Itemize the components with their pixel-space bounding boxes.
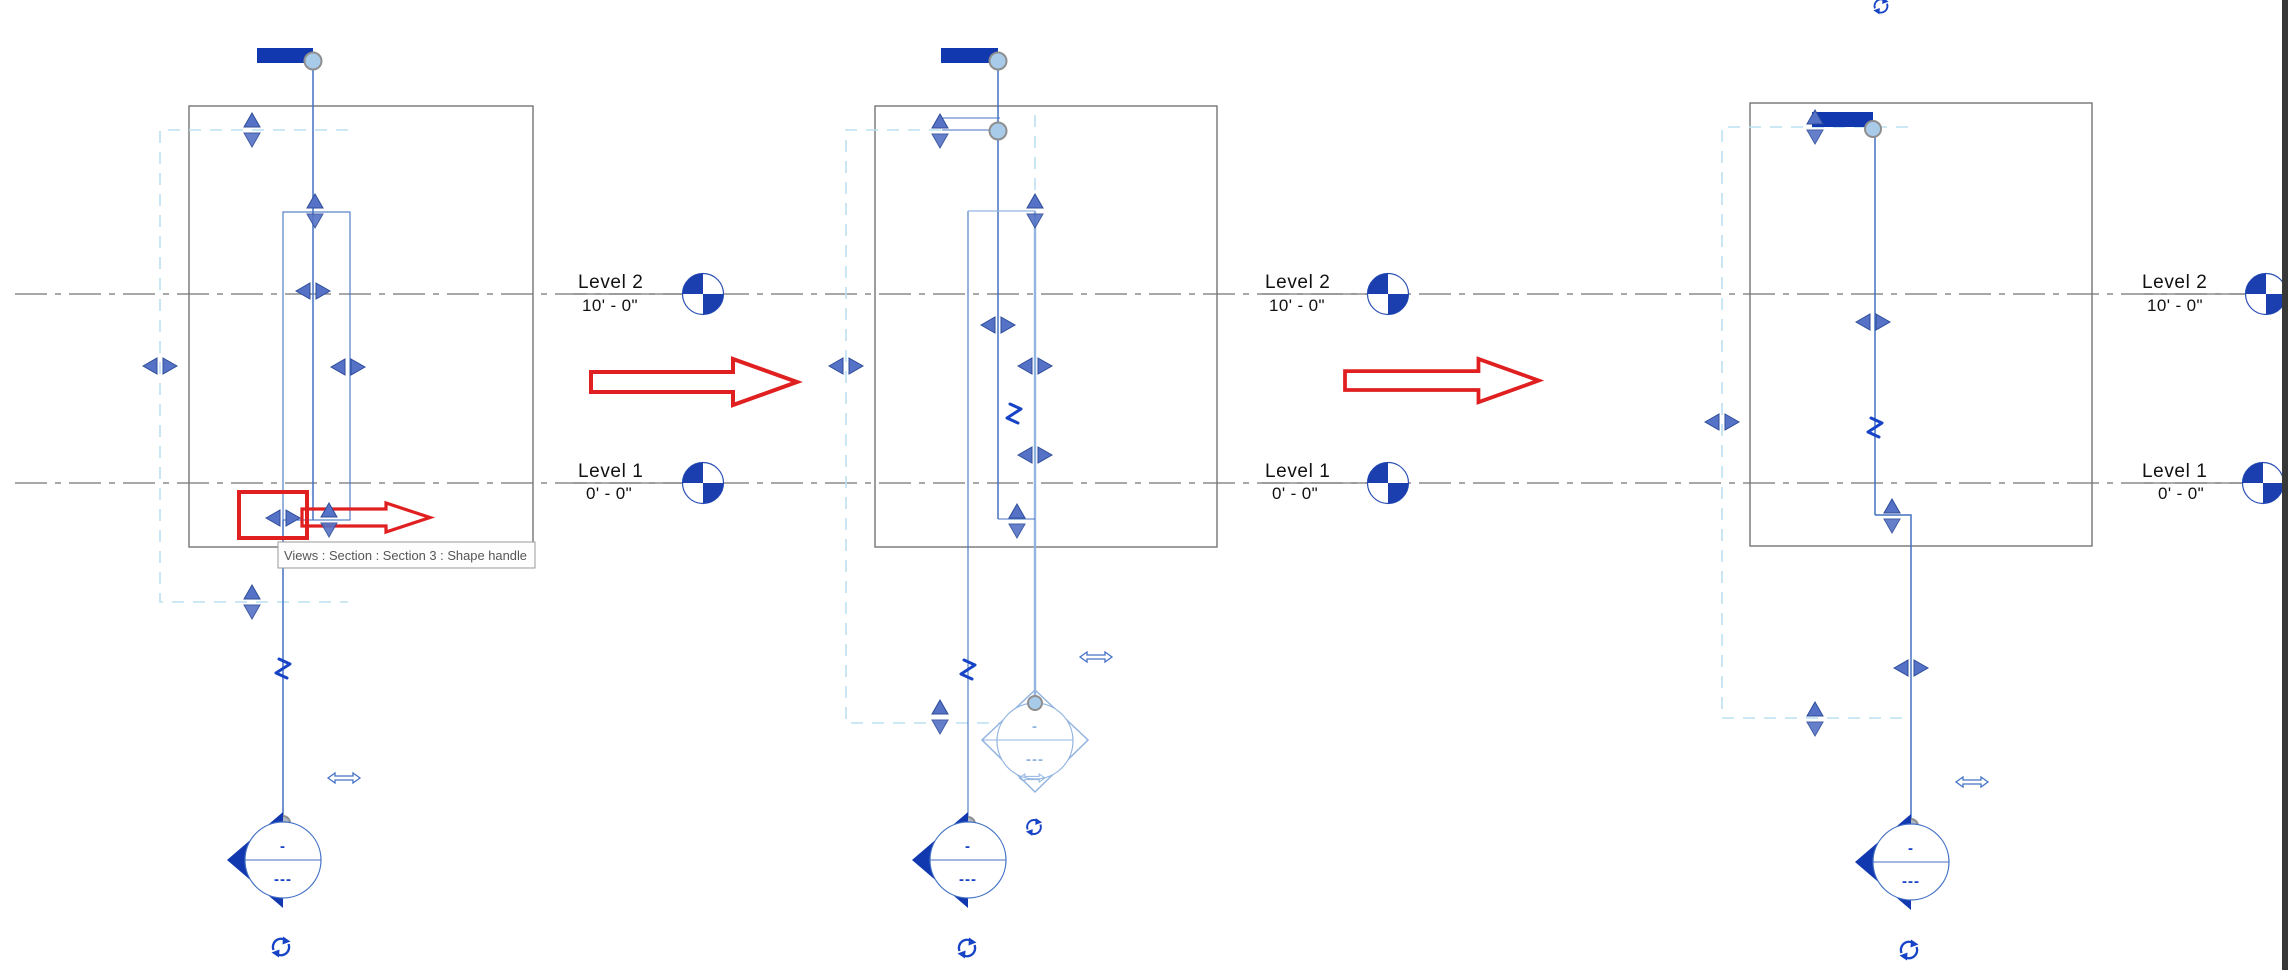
section-tail-bar[interactable] — [941, 48, 998, 63]
rotate-icon[interactable] — [956, 936, 978, 960]
section-endpoint-grip[interactable] — [303, 51, 323, 71]
clip-rect-right-handle[interactable] — [330, 358, 366, 376]
level-1-head-icon[interactable] — [2241, 461, 2285, 505]
segment-endpoint-grip[interactable] — [1027, 695, 1043, 711]
rotate-icon[interactable] — [270, 935, 292, 959]
section-head[interactable]: - --- — [912, 812, 1007, 908]
annot-crop-bottom-handle[interactable] — [1806, 701, 1824, 737]
section-endpoint-grip[interactable] — [988, 51, 1008, 71]
section-tail-bar[interactable] — [1812, 112, 1873, 127]
gap-segment-icon[interactable] — [1005, 402, 1023, 425]
section-line-jog[interactable] — [1875, 514, 1912, 824]
detail-number: - — [965, 838, 971, 855]
clip-rect-bottom-handle[interactable] — [1008, 503, 1026, 539]
sheet-number: --- — [1902, 873, 1920, 890]
level-2-elevation[interactable]: 10' - 0" — [2147, 296, 2203, 315]
cycle-head-arrow-icon[interactable] — [1955, 776, 1989, 788]
rotate-icon[interactable] — [1024, 817, 1044, 837]
level-1-name[interactable]: Level 1 — [578, 461, 643, 482]
rotate-icon[interactable] — [1872, 0, 1890, 16]
step-arrow-2 — [1343, 357, 1541, 405]
section-head[interactable]: - --- — [1855, 814, 1950, 910]
panel-2-during: - --- - --- — [828, 48, 1218, 960]
level-annotations: Level 2 10' - 0" Level 1 0' - 0" Level 2… — [578, 272, 2288, 505]
clip-rect-top-handle[interactable] — [306, 193, 324, 229]
section-shape-handle[interactable] — [1855, 313, 1891, 331]
screen-right-edge — [2282, 0, 2288, 970]
rotate-icon[interactable] — [1898, 938, 1920, 962]
level-2-head-icon[interactable] — [681, 272, 725, 316]
detail-number: - — [280, 838, 286, 855]
section-endpoint-grip[interactable] — [1864, 120, 1882, 138]
detail-number: - — [1908, 840, 1914, 857]
section-head-arrow-ghost — [980, 688, 1090, 794]
red-drag-arrow — [300, 500, 436, 535]
sheet-number: --- — [1026, 751, 1044, 768]
jog-handle[interactable] — [1883, 498, 1901, 534]
level-2-head-icon[interactable] — [2244, 272, 2288, 316]
section-head[interactable]: - --- — [227, 812, 322, 908]
level-2-name[interactable]: Level 2 — [1265, 272, 1330, 293]
panel-1-before: - --- — [142, 48, 534, 959]
level-2-name[interactable]: Level 2 — [578, 272, 643, 293]
level-1-elevation[interactable]: 0' - 0" — [1272, 484, 1318, 503]
level-1-name[interactable]: Level 1 — [1265, 461, 1330, 482]
level-1-name[interactable]: Level 1 — [2142, 461, 2207, 482]
tooltip: Views : Section : Section 3 : Shape hand… — [277, 541, 536, 569]
crop-region-box[interactable] — [188, 105, 534, 548]
crop-region-box[interactable] — [874, 105, 1218, 548]
level-2-elevation[interactable]: 10' - 0" — [1269, 296, 1325, 315]
sheet-number: --- — [274, 871, 292, 888]
level-1-elevation[interactable]: 0' - 0" — [2158, 484, 2204, 503]
level-1-elevation[interactable]: 0' - 0" — [586, 484, 632, 503]
level-1-head-icon[interactable] — [681, 461, 725, 505]
level-lines — [15, 293, 2282, 484]
gap-segment-icon[interactable] — [1866, 416, 1884, 439]
annot-crop-bottom-handle[interactable] — [931, 699, 949, 735]
gap-segment-icon[interactable] — [959, 658, 977, 681]
step-arrow-1 — [589, 357, 799, 407]
level-2-name[interactable]: Level 2 — [2142, 272, 2207, 293]
tooltip-box — [277, 541, 536, 569]
section-tail-bar[interactable] — [257, 48, 313, 63]
detail-number: - — [1032, 718, 1038, 735]
section-head-ghost[interactable]: - --- — [980, 688, 1090, 794]
cycle-head-arrow-icon[interactable] — [1079, 651, 1113, 663]
level-1-head-icon[interactable] — [1366, 461, 1410, 505]
split-top-handle[interactable] — [931, 113, 949, 149]
annotation-crop-dashed — [159, 129, 348, 603]
sheet-number: --- — [959, 871, 977, 888]
tooltip-text: Views : Section : Section 3 : Shape hand… — [284, 548, 527, 563]
crop-region-box[interactable] — [1749, 102, 2093, 547]
section-clip-rect[interactable] — [282, 211, 351, 521]
cycle-head-arrow-icon[interactable] — [327, 772, 361, 784]
gap-segment-icon[interactable] — [274, 657, 292, 680]
level-2-elevation[interactable]: 10' - 0" — [582, 296, 638, 315]
split-point-grip[interactable] — [988, 121, 1008, 141]
level-2-head-icon[interactable] — [1366, 272, 1410, 316]
red-highlight-box — [237, 490, 309, 540]
annotation-crop-dashed — [845, 129, 1000, 724]
panel-3-after: - --- — [1704, 0, 2093, 962]
